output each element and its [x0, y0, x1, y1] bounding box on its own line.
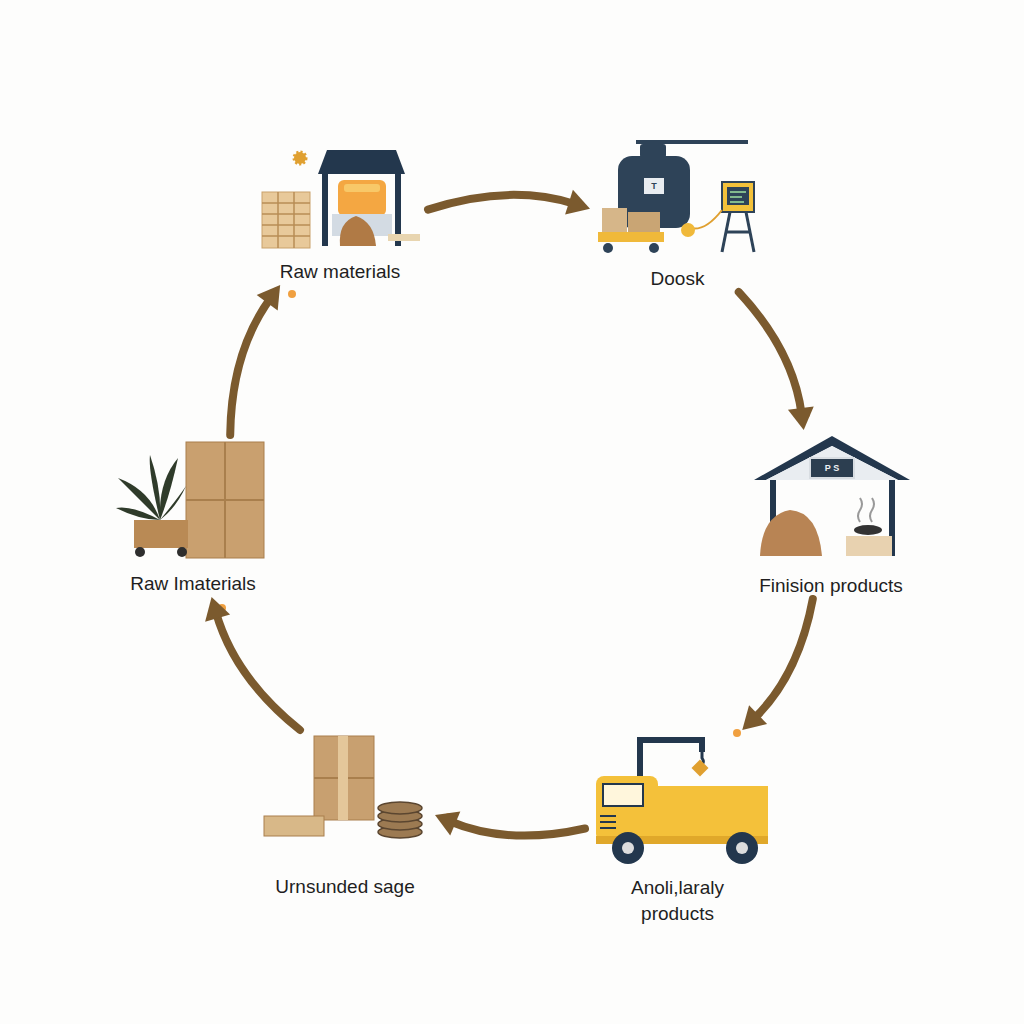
stage-node: Finision products [740, 430, 922, 599]
sign-text: T [644, 181, 664, 191]
stage-label: Urnsunded sage [275, 874, 414, 900]
arrow-head [788, 406, 814, 430]
stage-label: Raw materials [280, 259, 400, 285]
truck-icon [596, 740, 768, 864]
stage-node: Raw Imaterials [100, 435, 286, 597]
arrow-head [205, 597, 230, 622]
arrow-line [216, 612, 300, 730]
arrow-line [230, 298, 271, 435]
marker-dots [218, 201, 810, 821]
stage-label: Doosk [651, 266, 705, 292]
arrow-line [754, 599, 813, 719]
boxes-icon [264, 736, 422, 838]
arrow-line [739, 292, 802, 414]
arrow-head [257, 285, 280, 310]
flow-arrow [435, 812, 585, 836]
sign-text: P S [810, 463, 854, 473]
stage-node: Anoli,laraly products [585, 730, 770, 927]
stage-label: Anoli,laraly products [598, 875, 758, 927]
flow-arrow [428, 190, 590, 215]
stage-node: Raw materials [252, 140, 428, 285]
stage-node: Urnsunded sage [255, 730, 435, 900]
shed-icon [754, 436, 910, 556]
arrow-head [565, 190, 590, 215]
stage-label: Raw Imaterials [130, 571, 256, 597]
flow-arrow [742, 599, 813, 730]
stage-label: Finision products [759, 573, 903, 599]
machine-icon [598, 140, 754, 253]
raw-materials-icon [262, 150, 420, 248]
flow-arrow [205, 597, 300, 730]
flow-arrow [230, 285, 280, 435]
arrow-line [450, 821, 585, 835]
arrow-head [742, 705, 767, 730]
plant-box-icon [116, 442, 264, 558]
flow-arrow [739, 292, 814, 430]
arrow-head [435, 812, 460, 836]
stage-node: Doosk [590, 135, 765, 292]
arrow-line [428, 195, 575, 210]
